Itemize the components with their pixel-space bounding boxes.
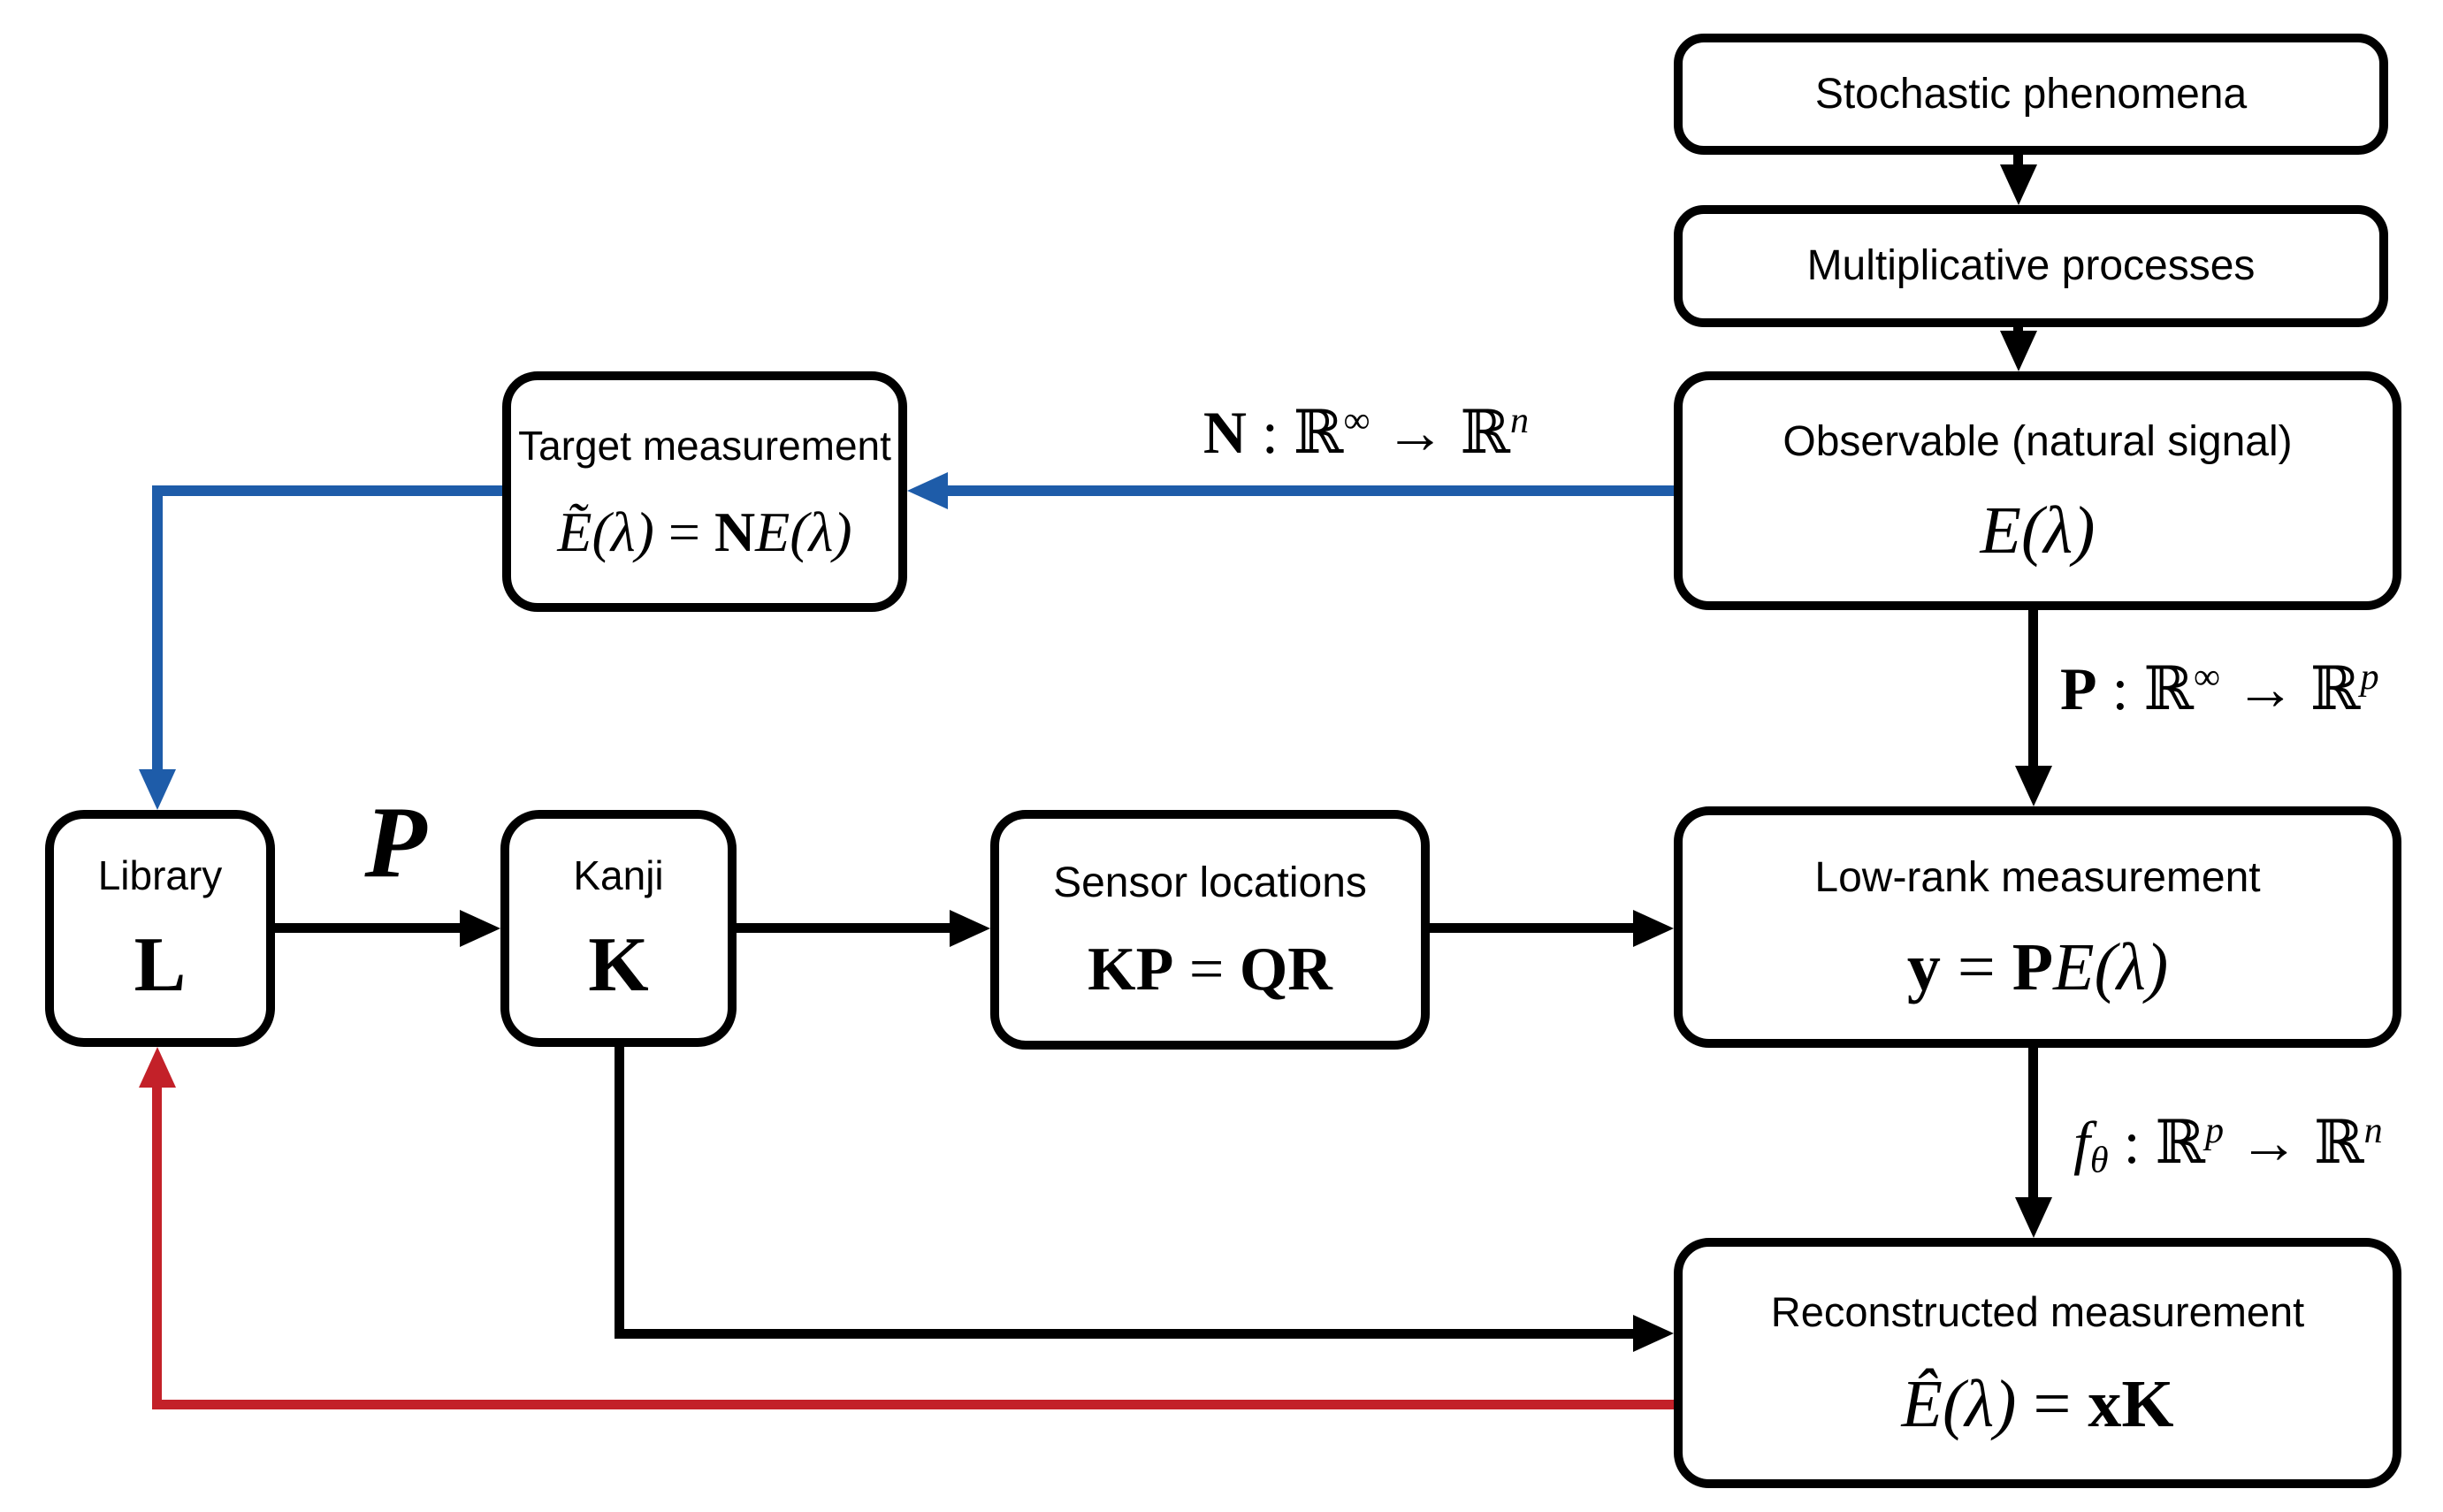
box-title: Observable (natural signal) [1783, 418, 2293, 466]
arrowhead-right-reconstructed [1633, 1315, 1674, 1352]
arrowhead-left-target [907, 472, 948, 509]
box-formula: Ẽ(λ) = NE(λ) [557, 500, 852, 564]
arrowhead-down-observable [2000, 331, 2037, 371]
edge-stochastic-to-multiplicative [2013, 155, 2023, 172]
edge-reconstructed-to-library-vertical [152, 1086, 162, 1409]
box-formula: y = PE(λ) [1906, 929, 2169, 1004]
edge-label-script-p: P [364, 786, 427, 898]
edge-target-to-library-horizontal [152, 485, 502, 496]
edge-reconstructed-to-library-horizontal [152, 1400, 1674, 1409]
edge-kanji-to-sensor [737, 923, 953, 933]
edge-kanji-to-reconstructed-horizontal [615, 1329, 1637, 1339]
arrowhead-down-library [139, 769, 176, 810]
edge-observable-to-target [944, 485, 1674, 496]
edge-lowrank-to-reconstructed [2028, 1048, 2038, 1201]
box-title: Reconstructed measurement [1770, 1287, 2305, 1335]
arrowhead-down-reconstructed [2015, 1197, 2052, 1238]
box-title: Multiplicative processes [1806, 242, 2256, 290]
kanji-matrix-symbol: K [588, 921, 649, 1008]
box-formula: E(λ) [1980, 493, 2096, 568]
box-title: Target measurement [518, 422, 891, 469]
arrowhead-down-lowrank [2015, 766, 2052, 806]
arrowhead-right-lowrank [1633, 910, 1674, 947]
box-title: Sensor locations [1053, 859, 1367, 906]
box-formula: Ê(λ) = xK [1901, 1367, 2174, 1442]
edge-sensor-to-lowrank [1430, 923, 1637, 933]
box-title: Library [97, 852, 223, 899]
box-reconstructed-measurement: Reconstructed measurement Ê(λ) = xK [1674, 1238, 2401, 1488]
box-library: Library L [45, 810, 275, 1047]
box-observable-natural-signal: Observable (natural signal) E(λ) [1674, 371, 2401, 610]
arrowhead-down-multiplicative [2000, 164, 2037, 205]
box-sensor-locations: Sensor locations KP = QR [990, 810, 1430, 1050]
box-target-measurement: Target measurement Ẽ(λ) = NE(λ) [502, 371, 907, 612]
box-title: Kanji [573, 852, 664, 899]
box-title: Stochastic phenomena [1814, 70, 2248, 118]
edge-label-p-map: P : ℝ∞ → ℝp [2060, 655, 2379, 723]
arrowhead-right-sensor [950, 910, 990, 947]
edge-label-f-map: fθ : ℝp → ℝn [2073, 1109, 2383, 1181]
box-kanji: Kanji K [500, 810, 737, 1047]
edge-target-to-library-vertical [152, 485, 163, 773]
arrowhead-right-kanji [460, 910, 500, 947]
box-lowrank-measurement: Low-rank measurement y = PE(λ) [1674, 806, 2401, 1048]
box-formula: KP = QR [1088, 935, 1332, 1004]
arrowhead-up-library [139, 1047, 176, 1088]
library-matrix-symbol: L [134, 921, 187, 1008]
box-multiplicative-processes: Multiplicative processes [1674, 205, 2388, 327]
edge-label-n-map: N : ℝ∞ → ℝn [1202, 399, 1530, 467]
box-stochastic-phenomena: Stochastic phenomena [1674, 34, 2388, 155]
edge-observable-to-lowrank [2028, 610, 2038, 769]
edge-kanji-to-reconstructed-vertical [615, 1047, 624, 1339]
edge-library-to-kanji [275, 923, 462, 933]
box-title: Low-rank measurement [1814, 854, 2261, 902]
